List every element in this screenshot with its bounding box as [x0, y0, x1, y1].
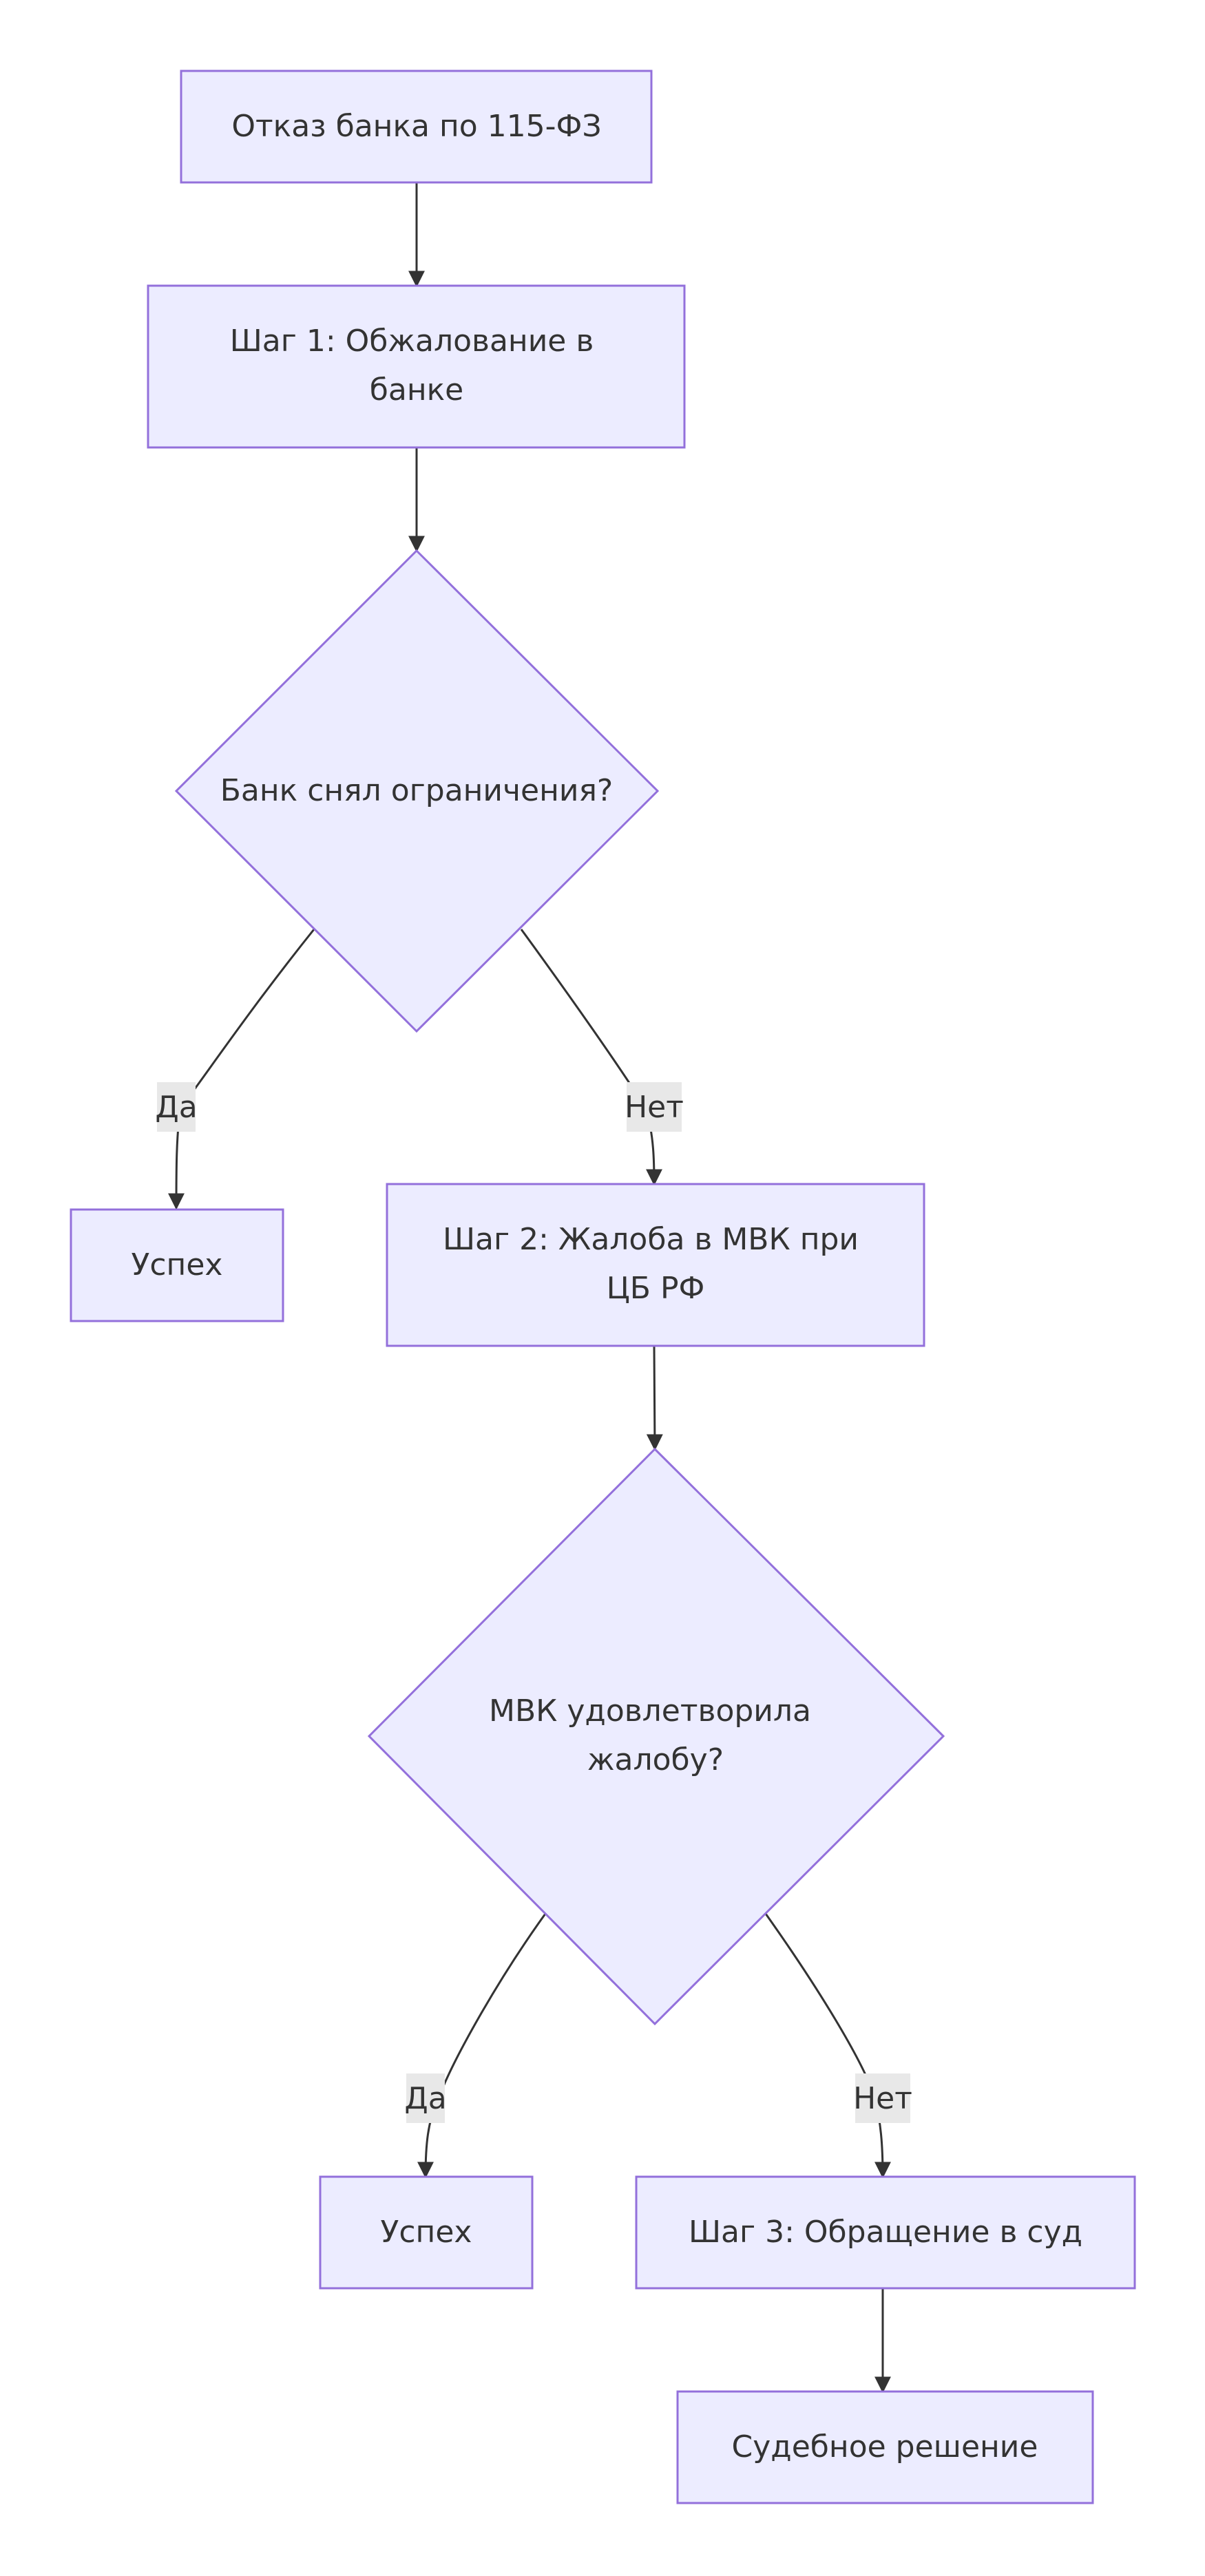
node-start-label: Отказ банка по 115-ФЗ	[231, 109, 601, 144]
node-decision1-label: Банк снял ограничения?	[220, 773, 614, 808]
edge-decision2-to-success2	[417, 1913, 547, 2179]
node-step3-box	[635, 2175, 1136, 2290]
node-step1-label-line2: банке	[370, 372, 464, 408]
node-decision2-label-line1: МВК удовлетворила	[489, 1693, 811, 1729]
node-decision1-diamond	[174, 549, 660, 1033]
node-success1-label: Успех	[132, 1247, 223, 1282]
edge-decision1-to-success1	[168, 929, 315, 1210]
edge-decision2-to-step3	[764, 1913, 891, 2179]
node-success2-label: Успех	[381, 2215, 472, 2250]
node-court-label: Судебное решение	[732, 2429, 1038, 2464]
node-step2-label-line1: Шаг 2: Жалоба в МВК при	[443, 1222, 859, 1257]
edge-label-d1-no: Нет	[625, 1090, 684, 1125]
edge-label-bg	[855, 2073, 910, 2123]
node-success2-box	[319, 2175, 534, 2290]
node-step2-label-line2: ЦБ РФ	[607, 1271, 705, 1306]
edge-label-bg	[627, 1082, 682, 1132]
edge-label-d2-yes: Да	[404, 2081, 446, 2116]
node-step3-label: Шаг 3: Обращение в суд	[689, 2215, 1082, 2250]
node-success1-box	[70, 1208, 284, 1322]
node-court-box	[676, 2390, 1094, 2504]
edge-label-d2-no: Нет	[853, 2081, 912, 2116]
node-step1-label-line1: Шаг 1: Обжалование в	[230, 324, 594, 359]
node-labels: Отказ банка по 115-ФЗ Шаг 1: Обжалование…	[132, 109, 1082, 2464]
node-decision2-label-line2: жалобу?	[587, 1742, 724, 1777]
node-start-box	[180, 70, 653, 184]
node-step2-box	[386, 1183, 925, 1347]
edge-label-d1-yes: Да	[155, 1090, 197, 1125]
edge-label-bg	[157, 1082, 196, 1132]
edge-decision1-to-step2	[520, 929, 662, 1186]
edge-step2-to-decision2	[646, 1345, 663, 1451]
nodes	[70, 70, 1136, 2504]
edge-label-bg	[406, 2073, 445, 2123]
node-step1-box	[147, 284, 686, 449]
node-decision2-diamond	[367, 1447, 945, 2026]
edge-labels: Да Нет Да Нет	[155, 1082, 912, 2123]
